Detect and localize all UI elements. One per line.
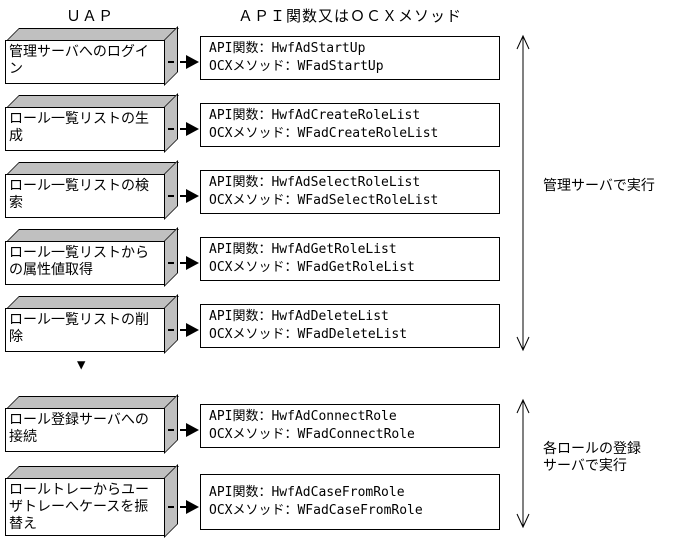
vertical-double-arrow — [516, 34, 530, 352]
arrowhead-right-icon — [186, 323, 199, 337]
column-title-api: ＡＰＩ関数又はＯＣＸメソッド — [237, 7, 462, 25]
connector-line — [168, 429, 186, 431]
ocx-method-label: OCXメソッド：WFadConnectRole — [209, 427, 415, 442]
api-function-label: API関数：HwfAdGetRoleList — [209, 242, 397, 257]
uap-step-label: 管理サーバへのログイン — [5, 40, 165, 84]
api-function-label: API関数：HwfAdDeleteList — [209, 309, 389, 324]
arrowhead-right-icon — [186, 256, 199, 270]
column-title-uap: ＵＡＰ — [65, 7, 114, 25]
scope-label-admin-server: 管理サーバで実行 — [543, 178, 655, 194]
api-ocx-box: API関数：HwfAdCaseFromRole OCXメソッド：WFadCase… — [200, 474, 500, 530]
api-ocx-box: API関数：HwfAdSelectRoleList OCXメソッド：WFadSe… — [200, 170, 500, 214]
ocx-method-label: OCXメソッド：WFadDeleteList — [209, 327, 408, 342]
vertical-double-arrow — [516, 398, 530, 529]
connector-line — [168, 195, 186, 197]
ocx-method-label: OCXメソッド：WFadSelectRoleList — [209, 193, 439, 208]
api-ocx-box: API関数：HwfAdStartUp OCXメソッド：WFadStartUp — [200, 36, 500, 80]
arrowhead-right-icon — [186, 423, 199, 437]
ocx-method-label: OCXメソッド：WFadCreateRoleList — [209, 126, 439, 141]
ocx-method-label: OCXメソッド：WFadGetRoleList — [209, 260, 415, 275]
uap-step-label: ロール一覧リストの削除 — [5, 308, 165, 352]
down-triangle-icon: ▼ — [77, 357, 86, 373]
box-side-face — [164, 464, 178, 538]
api-function-label: API関数：HwfAdCaseFromRole — [209, 485, 405, 500]
api-function-label: API関数：HwfAdSelectRoleList — [209, 175, 421, 190]
uap-step-label: ロール一覧リストからの属性値取得 — [5, 241, 165, 285]
api-ocx-box: API関数：HwfAdDeleteList OCXメソッド：WFadDelete… — [200, 304, 500, 348]
arrowhead-right-icon — [186, 55, 199, 69]
api-function-label: API関数：HwfAdCreateRoleList — [209, 108, 421, 123]
uap-step-label: ロール一覧リストの生成 — [5, 107, 165, 151]
arrowhead-right-icon — [186, 122, 199, 136]
ocx-method-label: OCXメソッド：WFadCaseFromRole — [209, 503, 423, 518]
connector-line — [168, 128, 186, 130]
uap-step-label: ロール登録サーバへの接続 — [5, 408, 165, 452]
ocx-method-label: OCXメソッド：WFadStartUp — [209, 59, 384, 74]
connector-line — [168, 61, 186, 63]
api-ocx-box: API関数：HwfAdConnectRole OCXメソッド：WFadConne… — [200, 404, 500, 448]
api-function-label: API関数：HwfAdStartUp — [209, 41, 366, 56]
uap-step-label: ロールトレーからユーザトレーへケースを振替え — [5, 478, 165, 536]
uap-step-label: ロール一覧リストの検索 — [5, 174, 165, 218]
api-ocx-box: API関数：HwfAdGetRoleList OCXメソッド：WFadGetRo… — [200, 237, 500, 281]
api-ocx-box: API関数：HwfAdCreateRoleList OCXメソッド：WFadCr… — [200, 103, 500, 147]
api-function-label: API関数：HwfAdConnectRole — [209, 409, 397, 424]
arrowhead-right-icon — [186, 500, 199, 514]
arrowhead-right-icon — [186, 189, 199, 203]
connector-line — [168, 329, 186, 331]
scope-label-role-server: 各ロールの登録 サーバで実行 — [543, 441, 641, 474]
connector-line — [168, 262, 186, 264]
connector-line — [168, 506, 186, 508]
